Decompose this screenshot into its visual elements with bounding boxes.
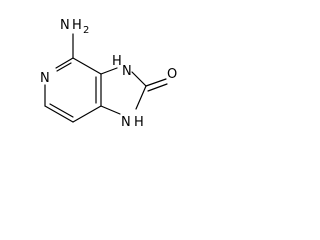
nh-top-h-label: H xyxy=(112,54,122,69)
nh-bottom-h-label: H xyxy=(134,115,144,130)
bond-c6-c7 xyxy=(44,105,74,123)
bond-n3-c2 xyxy=(131,71,147,87)
bond-c2-o-double xyxy=(147,83,168,92)
nh-bottom-n-label: N xyxy=(121,115,131,130)
bond-c2-o xyxy=(145,78,167,87)
structure-canvas: N H 2 N H N N H O xyxy=(0,0,203,153)
bond-c4-n-pyridine xyxy=(55,57,74,69)
bond-c6-c7-double xyxy=(49,103,74,118)
amine-n-label: N xyxy=(60,18,70,33)
bond-n1-c7a xyxy=(100,105,121,115)
bond-c3a-n3 xyxy=(100,67,118,75)
nh-top-n-label: N xyxy=(122,64,132,79)
bond-c4-c3a xyxy=(72,57,102,75)
pyridine-n-label: N xyxy=(40,71,50,86)
molecule-diagram: N H 2 N H N N H O xyxy=(40,18,177,130)
bond-c4-n-pyridine-double xyxy=(56,62,72,72)
nh-top-group: H N xyxy=(112,54,132,79)
amine-h-label: H xyxy=(72,18,82,33)
nh-bottom-group: N H xyxy=(121,115,144,130)
amine-group: N H 2 xyxy=(60,18,89,36)
carbonyl-o-label: O xyxy=(167,67,177,82)
bond-c7-c7a xyxy=(72,105,102,123)
bond-c2-n1 xyxy=(135,85,147,110)
amine-subscript-label: 2 xyxy=(83,25,89,36)
